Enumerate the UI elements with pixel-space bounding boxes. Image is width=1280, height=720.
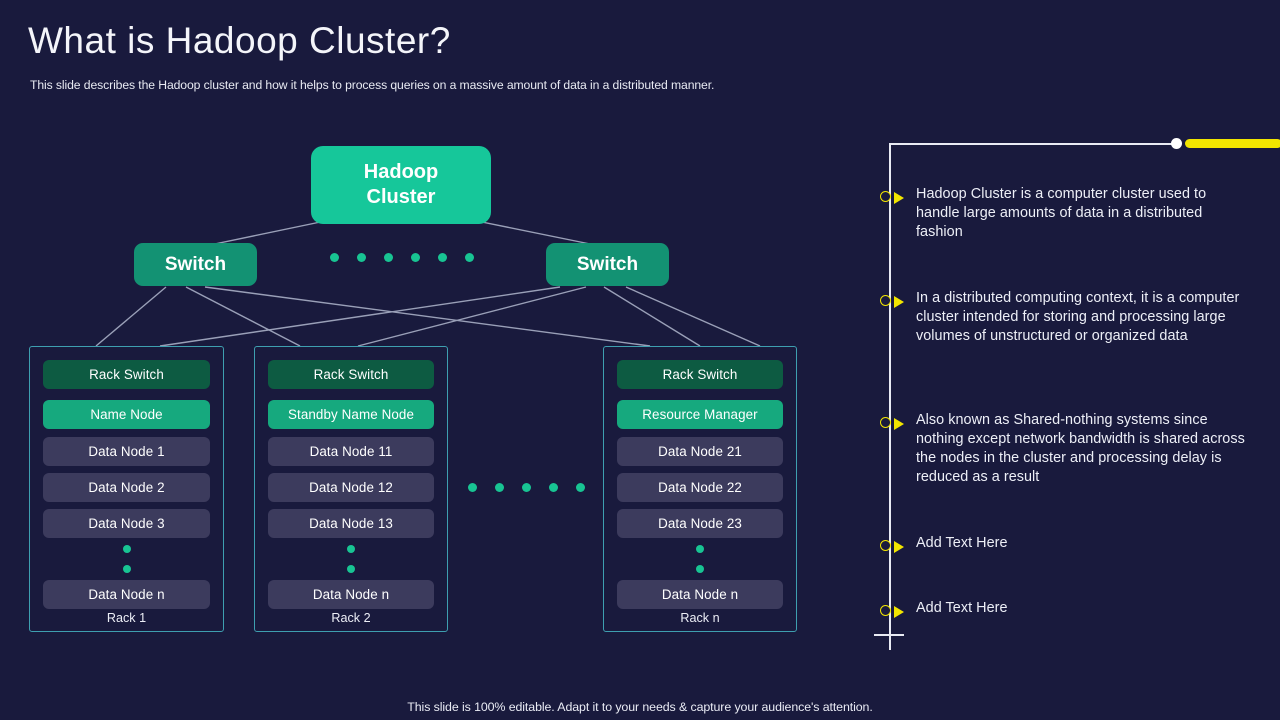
- decor-dot: [347, 545, 355, 553]
- rack-ellipsis-dot: [255, 545, 447, 553]
- panel-vertical-line: [889, 144, 891, 650]
- decor-dot: [347, 565, 355, 573]
- rack-row-data[interactable]: Data Node n: [43, 580, 210, 609]
- decor-dot: [438, 253, 447, 262]
- bullet-circle-icon: [880, 295, 891, 306]
- panel-top-horizontal-line: [889, 143, 1177, 145]
- bullet-arrow-icon: [894, 417, 904, 430]
- rack-row-switch[interactable]: Rack Switch: [43, 360, 210, 389]
- rack-ellipsis-dot: [255, 565, 447, 573]
- panel-bottom-tick: [874, 634, 904, 636]
- bullet-marker: [880, 293, 916, 311]
- decor-dot: [696, 565, 704, 573]
- decor-dot: [465, 253, 474, 262]
- decor-dot: [696, 545, 704, 553]
- bullet-arrow-icon: [894, 295, 904, 308]
- rack-row-data[interactable]: Data Node 21: [617, 437, 783, 466]
- decor-dot: [357, 253, 366, 262]
- rack-row-switch[interactable]: Rack Switch: [617, 360, 783, 389]
- bullet-text: Add Text Here: [916, 600, 1008, 616]
- rack-row-data[interactable]: Data Node 12: [268, 473, 434, 502]
- rack-row-master[interactable]: Name Node: [43, 400, 210, 429]
- rack-row-master[interactable]: Resource Manager: [617, 400, 783, 429]
- bullet-marker: [880, 415, 916, 433]
- panel-top-dot: [1171, 138, 1182, 149]
- hadoop-cluster-diagram: Hadoop Cluster Switch Switch Rack Switch…: [0, 120, 830, 650]
- rack-row-data[interactable]: Data Node n: [268, 580, 434, 609]
- bullet-circle-icon: [880, 605, 891, 616]
- bullet-item[interactable]: Hadoop Cluster is a computer cluster use…: [880, 185, 1252, 242]
- rack-row-data[interactable]: Data Node 3: [43, 509, 210, 538]
- decor-dot: [549, 483, 558, 492]
- rack-row-data[interactable]: Data Node n: [617, 580, 783, 609]
- decor-dot: [122, 545, 131, 553]
- rack-row-data[interactable]: Data Node 22: [617, 473, 783, 502]
- connector-lines: [95, 219, 761, 347]
- decor-dot: [411, 253, 420, 262]
- bullet-arrow-icon: [894, 540, 904, 553]
- rack-gap-dots-row: [468, 483, 585, 492]
- rack-row-switch[interactable]: Rack Switch: [268, 360, 434, 389]
- switch-left-node[interactable]: Switch: [134, 243, 257, 286]
- rack-ellipsis-dot: [30, 565, 223, 573]
- rack-ellipsis-dot: [604, 565, 796, 573]
- page-title: What is Hadoop Cluster?: [28, 20, 451, 61]
- cluster-dots-row: [330, 253, 474, 262]
- rack-row-data[interactable]: Data Node 2: [43, 473, 210, 502]
- decor-dot: [330, 253, 339, 262]
- hadoop-cluster-line-1: Hadoop: [363, 161, 439, 183]
- decor-dot: [495, 483, 504, 492]
- decor-dot: [576, 483, 585, 492]
- bullet-circle-icon: [880, 540, 891, 551]
- bullet-panel: Hadoop Cluster is a computer cluster use…: [860, 130, 1280, 650]
- panel-accent-bar: [1185, 138, 1280, 148]
- rack-ellipsis-dot: [30, 545, 223, 553]
- bullet-arrow-icon: [894, 605, 904, 618]
- bullet-text: In a distributed computing context, it i…: [916, 290, 1240, 345]
- bullet-marker: [880, 538, 916, 556]
- bullet-text: Also known as Shared-nothing systems sin…: [916, 412, 1245, 486]
- bullet-marker: [880, 603, 916, 621]
- bullet-text: Add Text Here: [916, 535, 1008, 551]
- rack-row-data[interactable]: Data Node 1: [43, 437, 210, 466]
- decor-dot: [468, 483, 477, 492]
- switch-right-node[interactable]: Switch: [546, 243, 669, 286]
- rack-caption: Rack 1: [106, 611, 147, 625]
- bullet-circle-icon: [880, 191, 891, 202]
- bullet-circle-icon: [880, 417, 891, 428]
- rack-row-data[interactable]: Data Node 13: [268, 509, 434, 538]
- bullet-marker: [880, 189, 916, 207]
- bullet-item[interactable]: In a distributed computing context, it i…: [880, 289, 1252, 346]
- rack-row-master[interactable]: Standby Name Node: [268, 400, 434, 429]
- bullet-item[interactable]: Also known as Shared-nothing systems sin…: [880, 411, 1252, 488]
- decor-dot: [122, 565, 131, 573]
- bullet-item[interactable]: Add Text Here: [880, 534, 1252, 556]
- hadoop-cluster-node[interactable]: Hadoop Cluster: [311, 146, 491, 224]
- bullet-text: Hadoop Cluster is a computer cluster use…: [916, 186, 1207, 241]
- bullet-item[interactable]: Add Text Here: [880, 599, 1252, 621]
- footer-note: This slide is 100% editable. Adapt it to…: [407, 700, 873, 714]
- rack-caption: Rack n: [680, 611, 720, 625]
- bullet-arrow-icon: [894, 191, 904, 204]
- decor-dot: [522, 483, 531, 492]
- page-subtitle: This slide describes the Hadoop cluster …: [30, 78, 715, 92]
- rack-row-data[interactable]: Data Node 11: [268, 437, 434, 466]
- rack-row-data[interactable]: Data Node 23: [617, 509, 783, 538]
- decor-dot: [384, 253, 393, 262]
- hadoop-cluster-line-2: Cluster: [366, 186, 436, 208]
- rack-ellipsis-dot: [604, 545, 796, 553]
- rack-caption: Rack 2: [331, 611, 371, 625]
